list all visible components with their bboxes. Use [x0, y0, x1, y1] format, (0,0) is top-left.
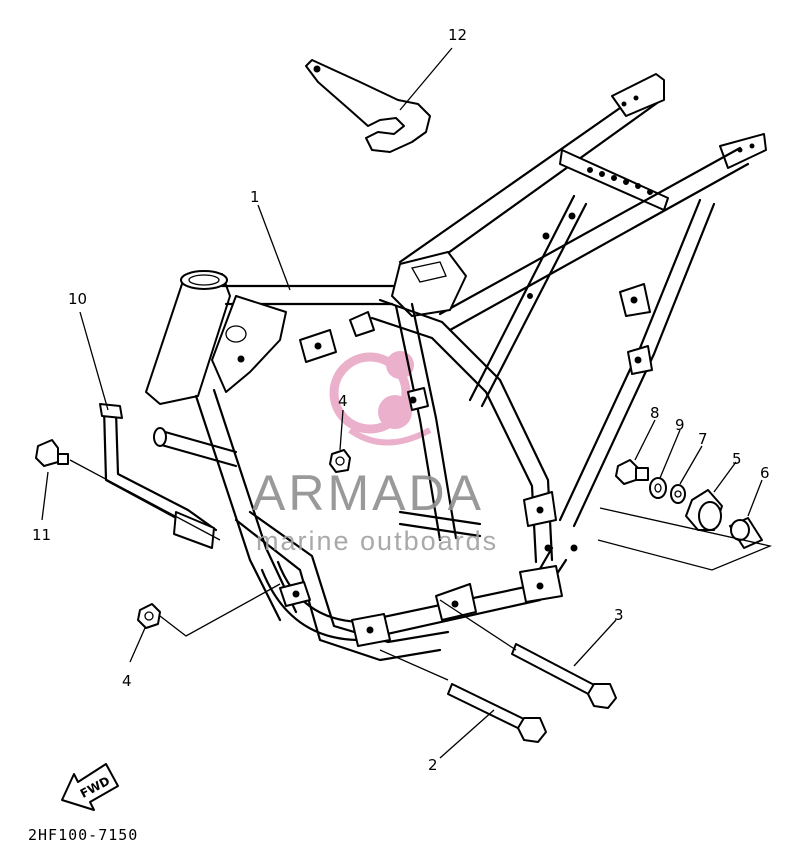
part-1-frame	[145, 73, 767, 662]
leader-lines	[41, 47, 773, 759]
watermark: ARMADA marine outboards	[252, 465, 498, 556]
watermark-tagline: marine outboards	[256, 526, 498, 556]
part-3-bolt	[511, 643, 617, 709]
part-4-nut-upper	[329, 449, 351, 473]
callout-7: 7	[698, 430, 708, 448]
part-4-nut-lower	[137, 603, 161, 629]
watermark-brand: ARMADA	[252, 465, 484, 521]
part-5-collar	[685, 489, 723, 531]
callout-5: 5	[732, 450, 742, 468]
drawing-code: 2HF100-7150	[28, 826, 138, 844]
callout-9: 9	[675, 416, 685, 434]
callout-4-lower: 4	[122, 672, 132, 690]
part-2-bolt	[447, 683, 547, 743]
callout-8: 8	[650, 404, 660, 422]
part-9-washer	[649, 477, 667, 499]
callouts: 1 2 3 4 4 5 6 7 8 9 10 11 12	[32, 26, 770, 774]
callout-3: 3	[614, 606, 624, 624]
callout-2: 2	[428, 756, 438, 774]
callout-4-upper: 4	[338, 392, 348, 410]
callout-1: 1	[250, 188, 260, 206]
part-7-washer	[670, 484, 686, 504]
callout-10: 10	[68, 290, 87, 308]
part-11-bolt	[35, 439, 69, 467]
part-8-bolt	[615, 459, 649, 485]
fwd-arrow-icon: FWD	[61, 763, 119, 811]
part-10-stand	[99, 403, 238, 549]
callout-6: 6	[760, 464, 770, 482]
part-12-spanner	[305, 59, 431, 153]
callout-12: 12	[448, 26, 467, 44]
callout-11: 11	[32, 526, 51, 544]
part-6-spacer	[729, 517, 763, 549]
